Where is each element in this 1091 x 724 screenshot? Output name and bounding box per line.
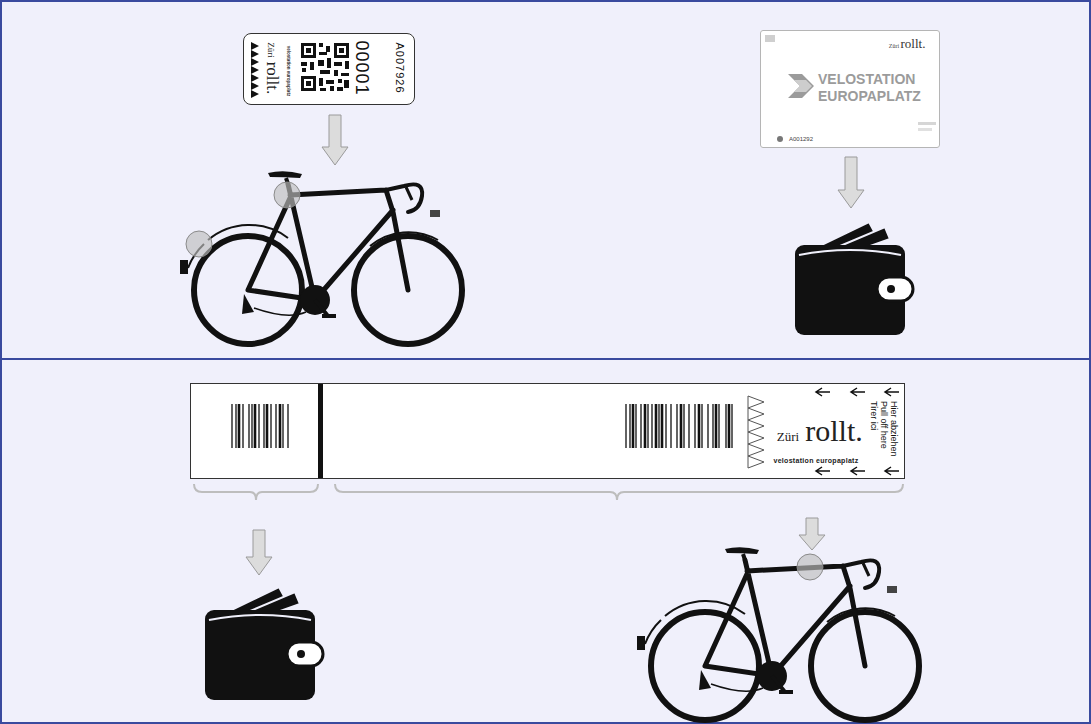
parking-ticket: Züri rollt. velostation europaplatz Hier ab… [190,383,905,479]
tag-number: 00001 [353,40,371,95]
logo-text: Züri [777,430,799,443]
peel-instruction: Hier abziehen Pull off here Tirer ici [869,401,899,463]
logo-text: rollt. [263,61,280,94]
logo-subtext: velostation europaplatz [285,45,290,95]
card-title: VELOSTATION EUROPAPLATZ [818,71,934,105]
bike-tag: Züri rollt. velostation europaplatz 00001 A0… [243,33,415,105]
member-card: VELOSTATION EUROPAPLATZ Zürirollt. A001292 [760,30,940,148]
logo-text: Züri [265,42,274,58]
logo-subtext: velostation europaplatz [773,457,858,464]
logo-text: rollt. [901,37,926,50]
card-id: A001292 [789,136,813,142]
logo-text: Züri [889,43,899,49]
tag-id: A007926 [393,42,404,93]
logo-text: rollt. [805,416,863,446]
